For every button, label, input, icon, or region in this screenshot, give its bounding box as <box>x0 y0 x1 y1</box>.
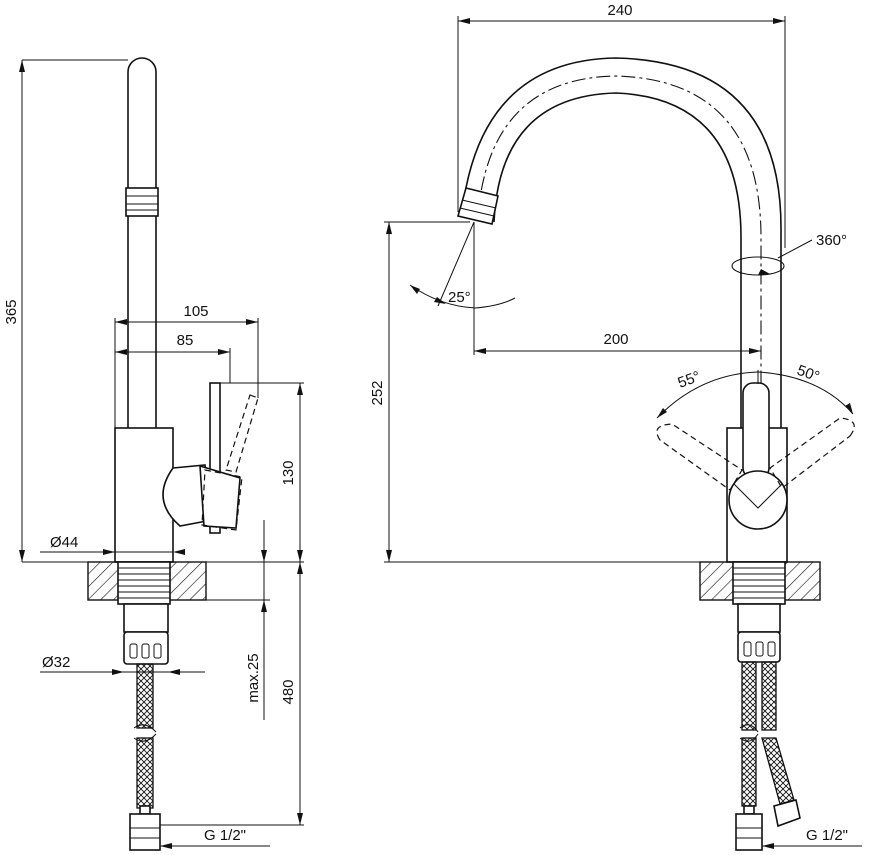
side-hose-fitting <box>129 813 161 851</box>
dim-85: 85 <box>177 332 194 349</box>
dim-200: 200 <box>603 331 628 348</box>
rotation-ellipse <box>731 256 785 276</box>
dim-240: 240 <box>607 2 632 19</box>
front-hose-fitting-right <box>773 799 801 828</box>
angle-360: 360° <box>816 232 847 249</box>
front-hose-right-lower <box>761 737 795 805</box>
angle-50: 50° <box>795 362 822 386</box>
front-cartridge <box>728 470 788 530</box>
angle-55: 55° <box>676 368 703 392</box>
angle-25: 25° <box>448 289 471 306</box>
side-shank <box>123 603 169 633</box>
side-hose <box>136 663 154 729</box>
front-handle-stem <box>742 382 770 479</box>
front-hose-right <box>761 661 777 731</box>
front-handle-right-position <box>769 417 855 489</box>
dim-365: 365 <box>3 299 20 324</box>
front-spout-inner <box>493 92 742 428</box>
thread-label-left: G 1/2" <box>204 827 246 844</box>
dim-130: 130 <box>280 460 297 485</box>
thread-label-right: G 1/2" <box>806 827 848 844</box>
side-cartridge <box>162 464 213 527</box>
front-thread <box>732 561 786 605</box>
side-hose-lower <box>136 737 154 809</box>
dim-252: 252 <box>369 380 386 405</box>
side-view: 365 105 85 130 Ø44 Ø32 <box>3 57 304 851</box>
front-handle-left-position <box>656 423 743 491</box>
side-lever <box>209 382 221 534</box>
dim-105: 105 <box>183 303 208 320</box>
side-aerator <box>125 187 159 217</box>
front-nut <box>737 631 781 663</box>
front-spout-centerline <box>477 75 762 560</box>
front-aerator <box>457 187 499 225</box>
side-lever-raised <box>225 394 259 473</box>
side-spout-tube <box>127 57 157 428</box>
front-shank <box>737 603 781 633</box>
dim-o32: Ø32 <box>42 654 70 671</box>
dim-o44: Ø44 <box>50 534 78 551</box>
dim-max25: max.25 <box>245 653 262 702</box>
front-hose-fitting-left <box>735 813 763 851</box>
dim-480: 480 <box>280 679 297 704</box>
front-hose-left-lower <box>741 737 757 807</box>
front-spout-outer <box>461 57 782 428</box>
front-hose-left <box>741 661 757 731</box>
front-view: 240 252 200 25° 360° 55° 50° <box>369 2 862 851</box>
